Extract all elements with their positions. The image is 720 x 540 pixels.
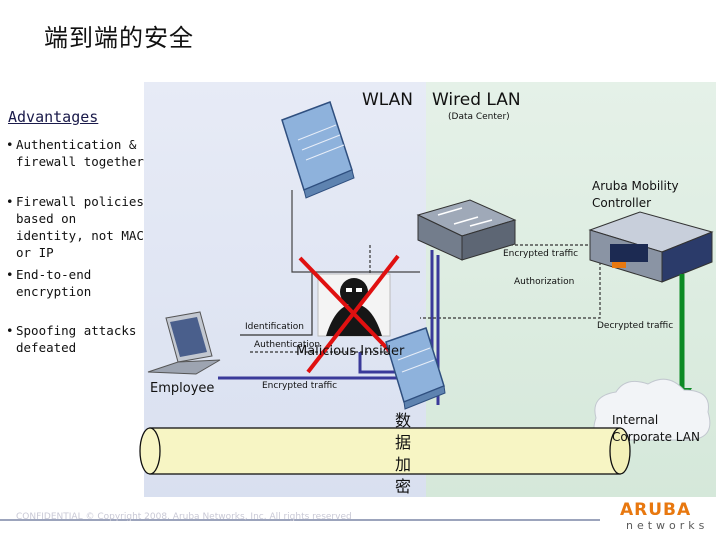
advantages-title: Advantages (8, 108, 99, 126)
advantage-item: •Authentication & firewall together (6, 137, 144, 169)
advantage-item: •Firewall policies based on identity, no… (6, 194, 144, 260)
laptop-icon (147, 311, 221, 375)
malicious-insider-label: Malicious Insider (296, 344, 405, 359)
wlan-label: WLAN (362, 90, 414, 110)
access-point-top-icon (281, 101, 355, 199)
mobility-controller-icon (588, 211, 714, 283)
ap-to-switch-line (291, 190, 420, 273)
data-encryption-label: 数 据 加 密 (394, 411, 411, 496)
aruba-logo: ARUBA (620, 500, 692, 520)
identification-label: Identification (245, 322, 305, 332)
identification-line (240, 272, 313, 336)
internal-lan-label-line2: Corporate LAN (612, 430, 700, 444)
controller-label: Aruba Mobility Controller (592, 179, 679, 210)
authorization-label: Authorization (514, 277, 575, 287)
aruba-logo-tagline: networks (626, 519, 709, 532)
encrypted-traffic-label: Encrypted traffic (503, 249, 579, 259)
advantage-item: •Spoofing attacks defeated (6, 323, 137, 355)
authentication-label: Authentication (254, 340, 321, 350)
internal-lan-label-line1: Internal (612, 413, 659, 427)
encrypted-traffic-bottom-label: Encrypted traffic (262, 381, 338, 391)
slide-title: 端到端的安全 (44, 24, 194, 52)
advantage-item: •End-to-end encryption (6, 267, 92, 299)
decrypted-path-dashed (420, 262, 601, 319)
access-point-bottom-icon (385, 327, 446, 410)
data-center-label: (Data Center) (448, 112, 510, 122)
footer-copyright: CONFIDENTIAL © Copyright 2008. Aruba Net… (16, 512, 352, 522)
network-switch-icon (416, 199, 517, 261)
wired-lan-label: Wired LAN (432, 90, 521, 110)
decrypted-traffic-label: Decrypted traffic (597, 321, 674, 331)
encryption-tunnel (139, 427, 631, 475)
employee-label: Employee (150, 381, 215, 396)
